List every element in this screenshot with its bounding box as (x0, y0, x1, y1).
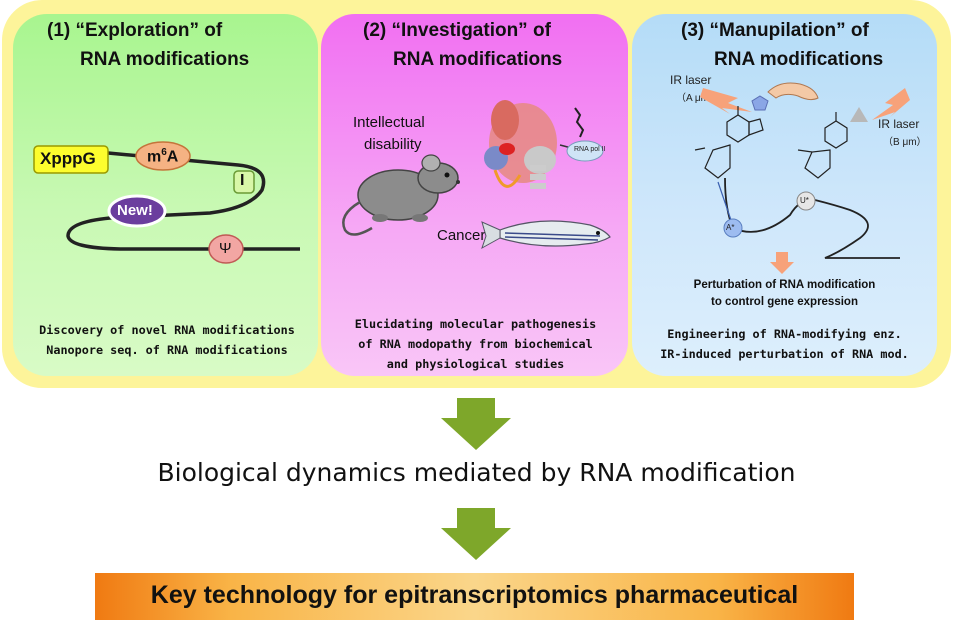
laser-bolt-b-icon (872, 88, 910, 120)
m6a-label: m6A (147, 147, 179, 166)
mouse-icon (342, 154, 460, 236)
rna-pol-label: RNA pol II (574, 146, 606, 153)
panel1-title-line2: RNA modifications (80, 49, 250, 70)
panel-manipulation (632, 14, 937, 376)
panel2-desc-line2: of RNA modopathy from biochemical (358, 337, 593, 351)
panel1-desc-line1: Discovery of novel RNA modifications (39, 323, 295, 337)
key-technology-banner: Key technology for epitranscriptomics ph… (95, 573, 854, 620)
perturbation-line2: to control gene expression (711, 296, 858, 308)
panel1-desc-line2: Nanopore seq. of RNA modifications (46, 343, 288, 357)
biological-dynamics-text: Biological dynamics mediated by RNA modi… (157, 458, 796, 487)
new-label: New! (117, 202, 153, 219)
panel3-desc-line1: Engineering of RNA-modifying enz. (667, 327, 902, 341)
ir-laser-a-unit: （A μm） (676, 93, 719, 104)
laser-bolt-a-icon (700, 88, 752, 114)
u-star-label: U* (800, 196, 809, 205)
inosine-label: I (240, 172, 245, 189)
uridine-structure-icon (797, 112, 848, 179)
panel3-desc-line2: IR-induced perturbation of RNA mod. (660, 347, 909, 361)
ir-laser-b-label: IR laser (878, 117, 920, 131)
m6a-node (135, 141, 191, 171)
panel2-desc-line3: and physiological studies (386, 357, 565, 371)
inosine-node (233, 170, 255, 194)
adenosine-structure-icon (694, 106, 764, 179)
panel-exploration (13, 14, 318, 376)
rna-backbone-line (724, 177, 900, 259)
a-star-link (717, 181, 734, 227)
intellectual-label-line1: Intellectual (353, 114, 425, 131)
ir-laser-a-label: IR laser (670, 73, 712, 87)
hand-icon (767, 82, 819, 101)
perturbation-arrow-icon (770, 252, 794, 274)
protein-structure-icon (484, 100, 604, 189)
pentagon-modifier-icon (751, 95, 769, 111)
banner-text: Key technology for epitranscriptomics ph… (150, 581, 799, 609)
triangle-modifier-icon (850, 107, 868, 122)
perturbation-line1: Perturbation of RNA modification (693, 279, 876, 291)
ir-laser-b-unit: （B μm） (883, 137, 927, 148)
panel3-title-line2: RNA modifications (714, 49, 884, 70)
panel2-title-line1: (2) “Investigation” of (363, 20, 551, 41)
panel2-desc-line1: Elucidating molecular pathogenesis (354, 317, 597, 331)
down-arrow-1-icon (441, 398, 511, 450)
intellectual-label-line2: disability (364, 136, 422, 153)
u-star-node (796, 191, 816, 211)
a-star-label: A* (726, 223, 735, 232)
new-modification-node (107, 194, 167, 228)
down-arrow-2-icon (441, 508, 511, 560)
panel2-title-line2: RNA modifications (393, 49, 563, 70)
a-star-node (723, 218, 743, 238)
cancer-label: Cancer (437, 227, 486, 244)
pseudouridine-node (208, 234, 244, 264)
zebrafish-icon (481, 220, 611, 250)
xpppg-cap (33, 145, 109, 174)
xpppg-label: XpppG (40, 149, 96, 168)
panel1-title-line1: (1) “Exploration” of (47, 20, 223, 41)
panel3-title-line1: (3) “Manupilation” of (681, 20, 869, 41)
psi-label: Ψ (219, 240, 232, 257)
